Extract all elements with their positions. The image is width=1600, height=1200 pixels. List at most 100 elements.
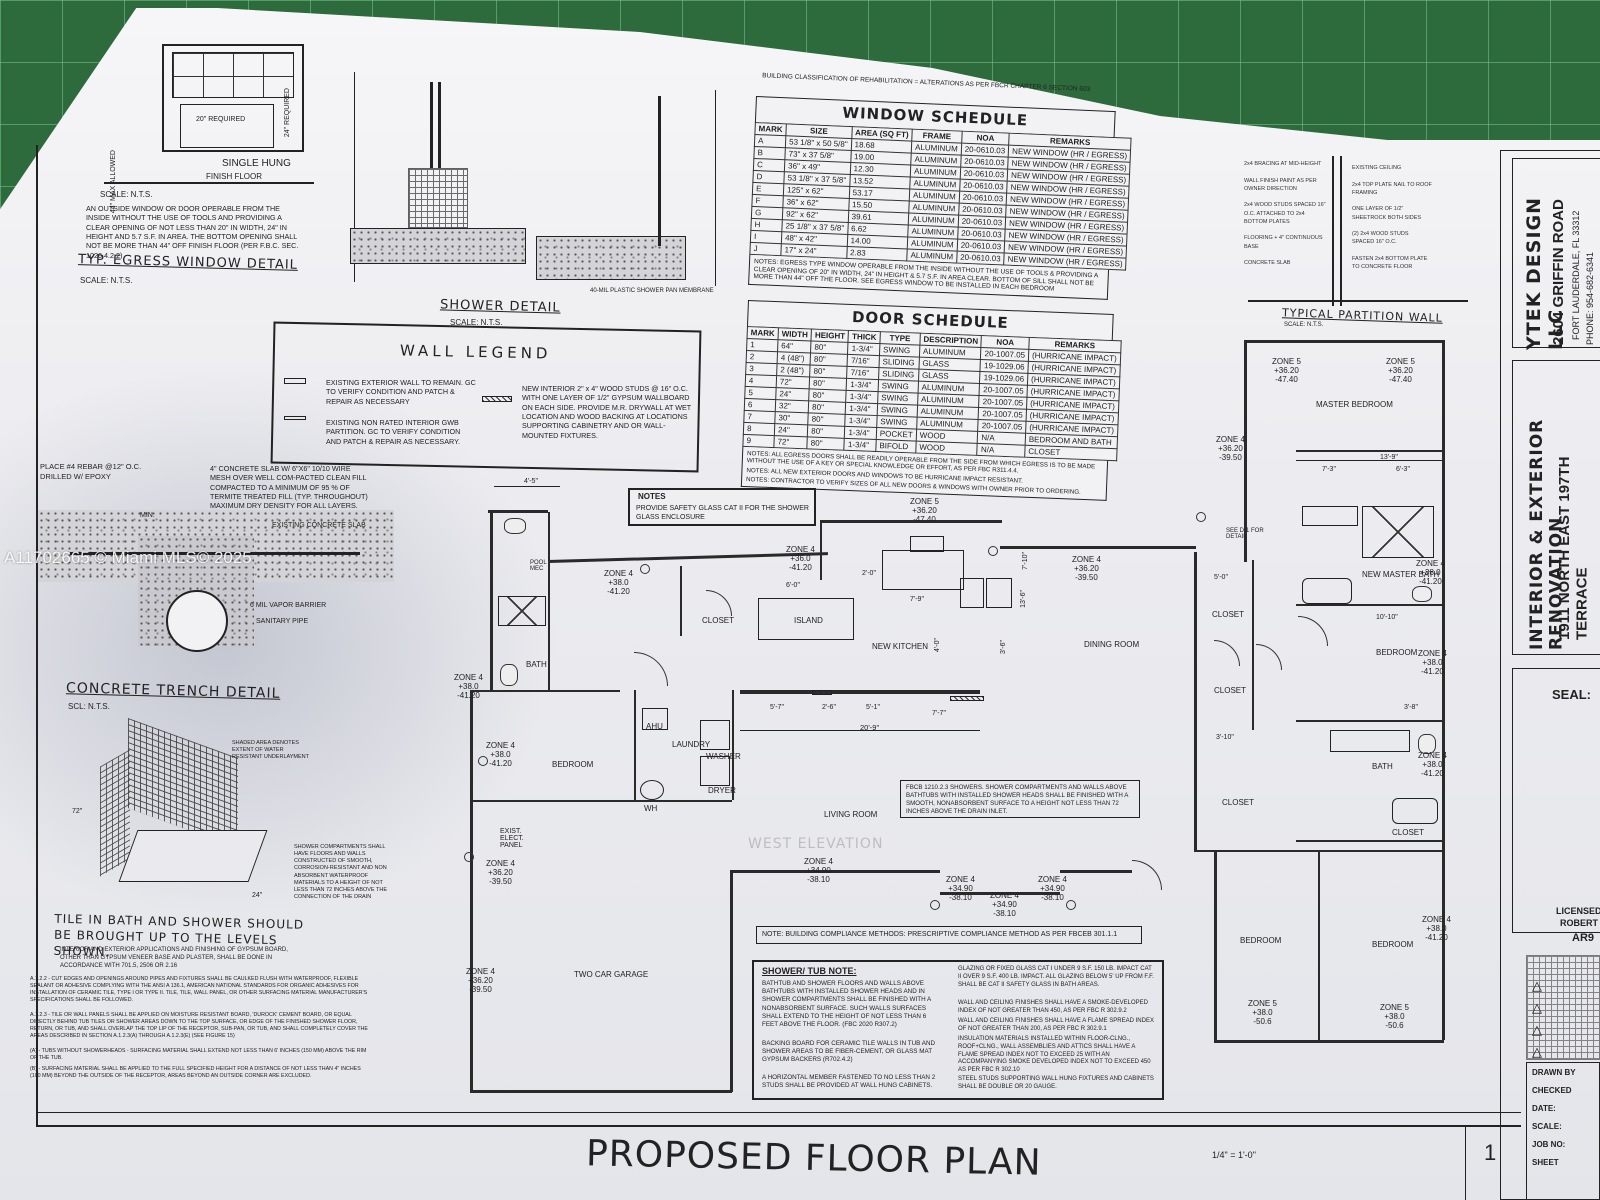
legend-swatch-exterior <box>284 378 306 384</box>
wall-laundry-right <box>732 690 734 800</box>
tub-side-wall <box>100 749 130 877</box>
wall-bath-right-bottom <box>1296 840 1442 842</box>
sheet-border-left <box>36 145 38 1125</box>
egress-window-opening <box>180 104 274 148</box>
wall-bath-divider <box>548 512 550 692</box>
room-elect-panel: EXIST. ELECT. PANEL <box>500 828 524 849</box>
wall-left-outer <box>470 690 473 1090</box>
dim-2-6: 2'-6" <box>822 704 836 711</box>
shower-tub-text-2: BACKING BOARD FOR CERAMIC TILE WALLS IN … <box>762 1040 936 1064</box>
wall-bedrooms-divider <box>1318 850 1320 1040</box>
legend-swatch-interior <box>284 416 306 420</box>
tile-dim-72: 72" <box>72 808 83 815</box>
dim-7-9: 7'-9" <box>910 596 924 603</box>
room-bedroom-br1: BEDROOM <box>1240 936 1282 945</box>
dim-13-6: 13'-6" <box>1020 590 1027 608</box>
wall-top-dining <box>1000 546 1196 549</box>
room-new-kitchen: NEW KITCHEN <box>872 642 928 651</box>
license-number: AR9 <box>1572 932 1595 944</box>
tub-master <box>1302 578 1352 604</box>
shower-pipe-1 <box>430 82 433 168</box>
dim-5-7: 5'-7" <box>770 704 784 711</box>
project-address: 1911 NORTH EAST 197TH TERRACE <box>1556 456 1591 640</box>
legend-item-new: NEW INTERIOR 2" x 4" WOOD STUDS @ 16" O.… <box>522 384 692 440</box>
fbcb-note: FBCB 1210.2.3 SHOWERS. SHOWER COMPARTMEN… <box>906 784 1128 816</box>
shower-tub-right-4: INSULATION MATERIALS INSTALLED WITHIN FL… <box>958 1036 1151 1074</box>
room-master-bedroom: MASTER BEDROOM <box>1316 400 1393 409</box>
wall-legend-title: WALL LEGEND <box>399 341 552 363</box>
kitchen-range <box>960 578 984 608</box>
door-schedule-cell: BIFOLD <box>875 439 917 454</box>
compliance-box <box>756 926 1142 944</box>
wall-right-wing-left-bottom <box>1214 850 1217 1042</box>
sheet-number-divider <box>1465 1125 1466 1200</box>
dim-3-6: 3'-6" <box>1000 640 1007 654</box>
notes-title: NOTES <box>638 492 666 501</box>
dim-7-10: 7'-10" <box>1022 552 1029 570</box>
wall-kitchen-counter <box>740 690 980 694</box>
kitchen-counter-upper <box>882 550 964 590</box>
room-closet-2: CLOSET <box>1214 686 1247 695</box>
zone-z5-br: ZONE 5 +38.0 -50.6 <box>1380 1003 1409 1030</box>
egress-scale: SCALE: N.T.S. <box>80 276 133 285</box>
room-laundry: LAUNDRY <box>672 740 711 749</box>
shower-left <box>498 596 546 626</box>
room-pool-mec: POOL MEC <box>530 560 547 572</box>
tile-para-3: A.1.2.3 - TILE OR WALL PANELS SHALL BE A… <box>30 1012 368 1040</box>
tile-para-5: (B) - SURFACING MATERIAL SHALL BE APPLIE… <box>30 1066 361 1080</box>
room-washer: WASHER <box>706 752 741 761</box>
drawn-by-label: DRAWN BY <box>1532 1068 1576 1077</box>
shower-membrane-label: 40-MIL PLASTIC SHOWER PAN MEMBRANE <box>590 288 714 294</box>
shower-detail-right <box>536 90 716 286</box>
room-new-master-bath: NEW MASTER BATH <box>1362 570 1440 579</box>
date-label: DATE: <box>1532 1104 1556 1113</box>
ahu-unit <box>642 708 668 730</box>
wall-closet-left <box>680 566 682 636</box>
egress-window-sash <box>172 52 294 98</box>
zone-living: ZONE 4 +34.90 -38.10 <box>804 857 833 884</box>
kitchen-wall-new-2 <box>950 696 984 701</box>
zone-left-master: ZONE 4 +36.20 -39.50 <box>1216 435 1245 462</box>
door-schedule-cell: 72" <box>773 435 808 450</box>
zone-left-top: ZONE 4 +38.0 -41.20 <box>604 569 633 596</box>
dim-13-9: 13'-9" <box>1380 454 1398 461</box>
wall-garage-right <box>730 870 733 1092</box>
tile-compartments-note: SHOWER COMPARTMENTS SHALL HAVE FLOORS AN… <box>294 844 388 900</box>
zone-master-bath: ZONE 4 +38.0 -41.20 <box>1416 559 1445 586</box>
window-marker-2 <box>988 546 998 556</box>
wall-right-closets <box>1252 560 1254 730</box>
zone-bedroom: ZONE 4 +38.0 -41.20 <box>486 741 515 768</box>
room-bedroom-left: BEDROOM <box>552 760 594 769</box>
trench-rebar <box>70 552 360 555</box>
dim-7-7: 7'-7" <box>932 710 946 717</box>
notes-text: PROVIDE SAFETY GLASS CAT II FOR THE SHOW… <box>636 505 809 522</box>
dim-line-kitchen <box>740 730 980 731</box>
dim-2-0: 2'-0" <box>862 570 876 577</box>
zone-front-2: ZONE 4 +34.90 -38.10 <box>990 891 1019 918</box>
wall-left-wing-left <box>490 510 493 690</box>
company-city: FORT LAUDERDALE, FL 33312 <box>1571 210 1581 340</box>
wall-bedroom-right-top <box>1296 720 1442 722</box>
kitchen-island <box>758 598 854 640</box>
room-closet-3: CLOSET <box>1222 798 1255 807</box>
zone-right-bath: ZONE 4 +38.0 -41.20 <box>1418 751 1447 778</box>
shower-pipe-2 <box>438 82 441 168</box>
shower-tub-title: SHOWER/ TUB NOTE: <box>762 966 857 976</box>
trench-slab-note: 4" CONCRETE SLAB W/ 6"X6" 10/10 WIRE MES… <box>210 464 368 511</box>
company-panel <box>1512 158 1600 348</box>
tile-para-2: A.1.2.2 - CUT EDGES AND OPENINGS AROUND … <box>30 976 368 1004</box>
shower-tub-text-3: A HORIZONTAL MEMBER FASTENED TO NO LESS … <box>762 1074 936 1090</box>
wall-right-wing-left-lower <box>1194 552 1197 852</box>
tile-shaded-note: SHADED AREA DENOTES EXTENT OF WATER RESI… <box>232 740 310 761</box>
kitchen-wall-new <box>812 690 832 695</box>
shower-wall-section <box>408 168 468 228</box>
window-schedule-cell: J <box>749 242 782 256</box>
zone-bath-left: ZONE 4 +38.0 -41.20 <box>454 673 483 700</box>
sanitary-pipe <box>166 590 228 652</box>
dim-line-top <box>494 486 560 487</box>
kitchen-sink <box>910 536 944 552</box>
shower-tub-right-2: WALL AND CEILING FINISHES SHALL HAVE A S… <box>958 1000 1148 1014</box>
dim-6-3: 6'-3" <box>1396 466 1410 473</box>
